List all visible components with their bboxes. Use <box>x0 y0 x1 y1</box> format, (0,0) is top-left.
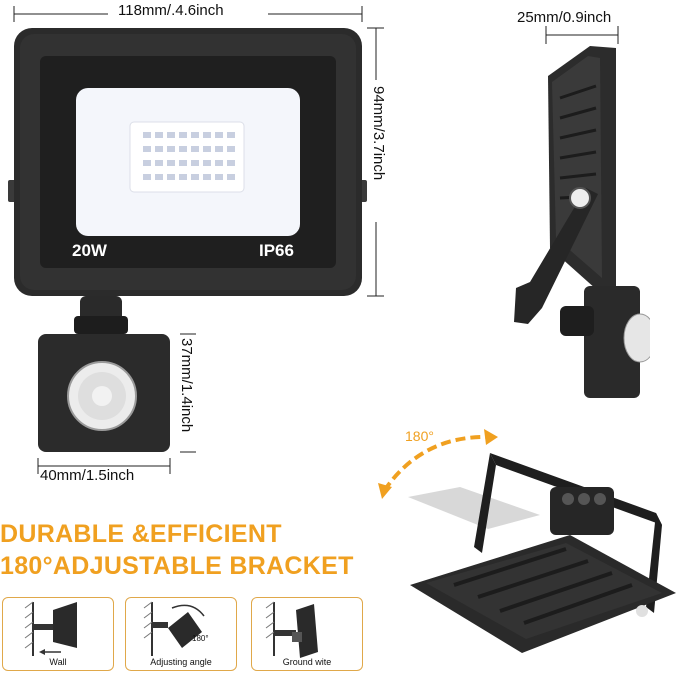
sensor-width-dimension-label: 40mm/1.5inch <box>40 467 135 484</box>
installation-ground-panel: Ground wite <box>251 597 363 671</box>
rotation-angle-label: 180° <box>405 428 434 444</box>
headline-line2: 180°ADJUSTABLE BRACKET <box>0 552 354 580</box>
floodlight-rotated-view <box>378 429 676 653</box>
power-label: 20W <box>72 241 107 260</box>
installation-angle-panel: 180° Adjusting angle <box>125 597 237 671</box>
installation-angle-label: Adjusting angle <box>150 657 212 667</box>
wall-mount-icon <box>24 601 77 656</box>
installation-ground-label: Ground wite <box>282 657 332 667</box>
installation-wall-label: Wall <box>49 657 67 667</box>
installation-wall-panel: Wall <box>2 597 114 671</box>
height-dimension-label: 94mm/3.7inch <box>370 86 387 181</box>
sensor-height-dimension-label: 37mm/1.4inch <box>178 338 195 433</box>
installation-angle-degree: 180° <box>192 634 209 643</box>
depth-dimension-label: 25mm/0.9inch <box>517 9 612 26</box>
floodlight-side-view <box>514 46 650 398</box>
ground-mount-icon <box>265 601 318 658</box>
floodlight-front-view <box>8 28 367 452</box>
width-dimension-label: 118mm/.4.6inch <box>118 2 224 19</box>
headline-line1: DURABLE &EFFICIENT <box>0 520 282 548</box>
adjusting-angle-icon <box>143 601 205 656</box>
ip-rating-label: IP66 <box>259 241 294 260</box>
